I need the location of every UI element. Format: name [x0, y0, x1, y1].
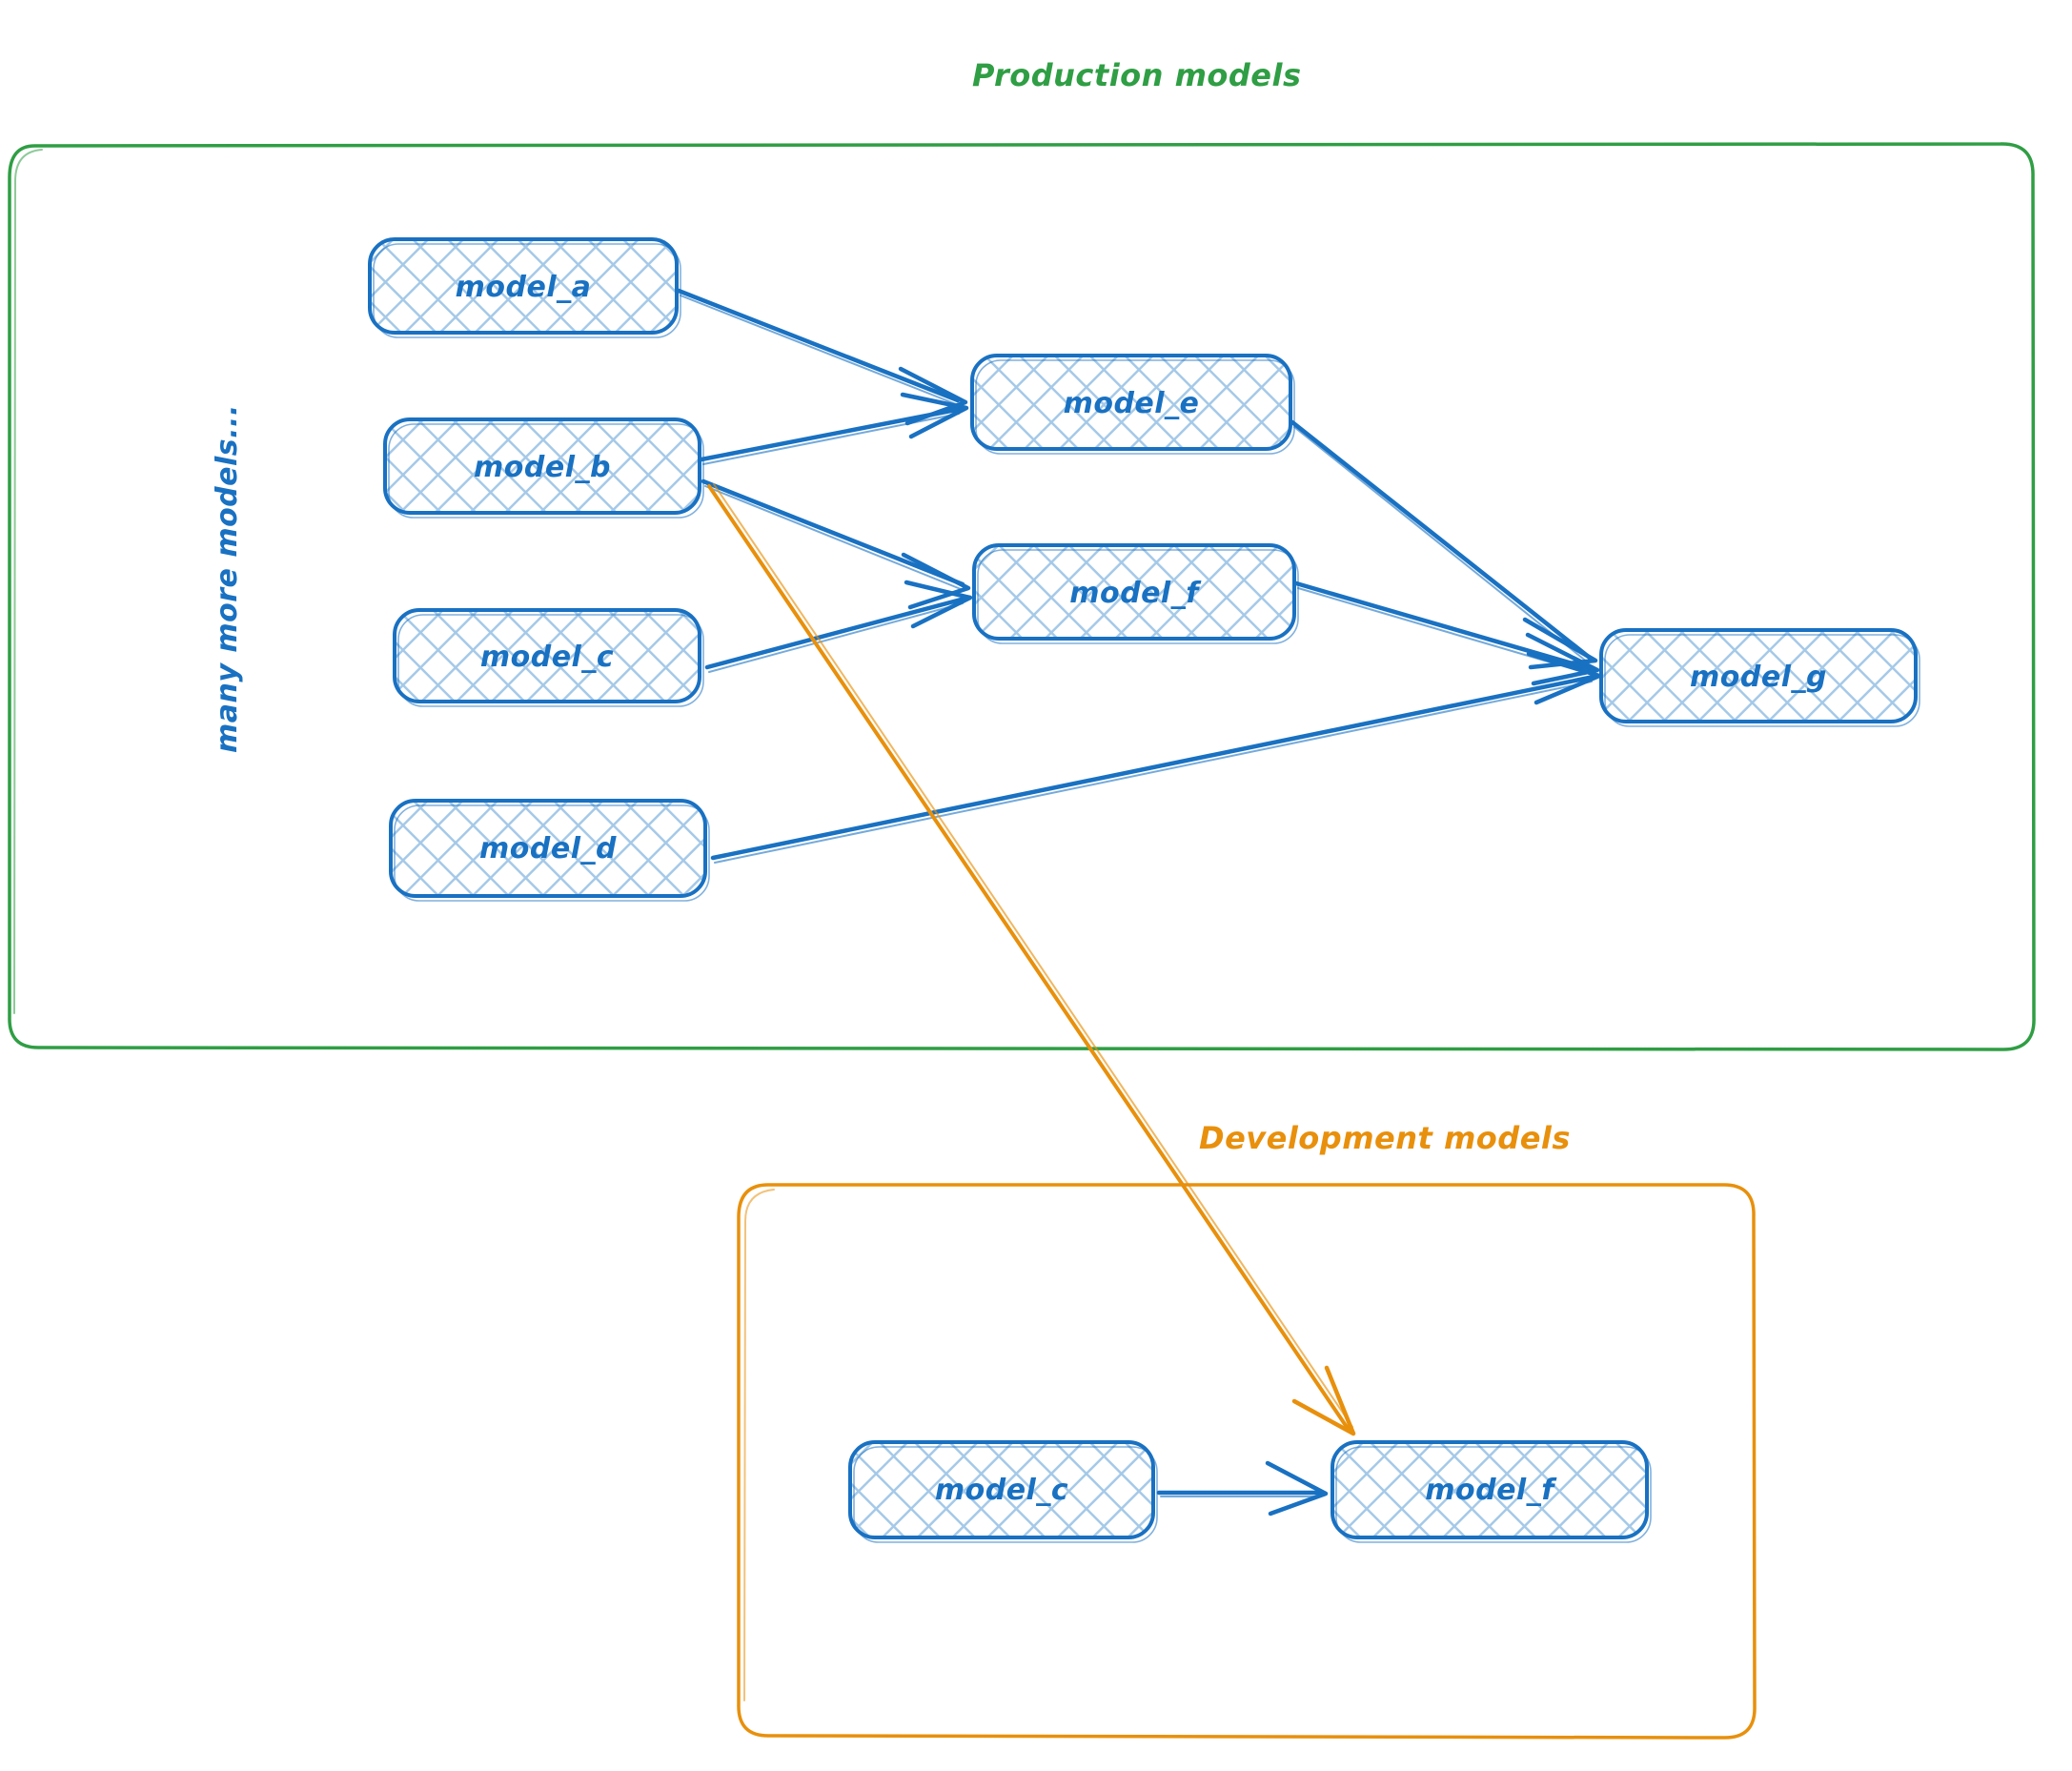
arrowhead-icon: [900, 392, 969, 439]
edge-devc-to-devf[interactable]: [1156, 1460, 1329, 1517]
nodes-layer: model_a model_b model_c model_d: [368, 237, 1920, 1543]
production-group[interactable]: Production models many more models...: [8, 57, 2036, 1051]
edge-b-to-f[interactable]: [701, 478, 971, 610]
node-prod-model-d[interactable]: model_d: [389, 799, 710, 902]
edge-e-to-g[interactable]: [1290, 419, 1598, 670]
node-prod-model-g[interactable]: model_g: [1599, 628, 1920, 727]
node-label: model_e: [1064, 387, 1200, 420]
production-frame-sketch-stroke: [13, 149, 43, 1014]
arrowhead-icon: [901, 552, 971, 610]
node-prod-model-f[interactable]: model_f: [972, 543, 1299, 644]
development-group-title: Development models: [1199, 1120, 1571, 1156]
edge-a-to-e[interactable]: [676, 288, 968, 426]
node-label: model_f: [1425, 1474, 1557, 1507]
edges-layer: [676, 288, 1602, 1517]
node-dev-model-c[interactable]: model_c: [848, 1440, 1158, 1543]
development-frame: [737, 1183, 1757, 1740]
node-prod-model-c[interactable]: model_c: [393, 608, 704, 707]
node-label: model_a: [456, 271, 592, 304]
node-label: model_g: [1690, 661, 1827, 694]
node-label: model_f: [1069, 577, 1202, 610]
development-group[interactable]: Development models: [737, 1120, 1757, 1740]
arrowhead-icon: [1522, 617, 1598, 670]
development-frame-sketch-stroke: [743, 1189, 775, 1701]
node-label: model_c: [935, 1474, 1068, 1507]
arrowhead-icon: [1525, 632, 1600, 686]
node-prod-model-e[interactable]: model_e: [970, 354, 1295, 455]
production-frame: [8, 142, 2036, 1051]
arrowhead-icon: [904, 580, 973, 629]
edge-b-to-e[interactable]: [699, 392, 969, 465]
node-label: model_d: [479, 832, 617, 865]
node-dev-model-f[interactable]: model_f: [1331, 1440, 1652, 1543]
arrowhead-icon: [1265, 1460, 1329, 1517]
node-prod-model-b[interactable]: model_b: [383, 417, 704, 519]
edge-b-to-dev-f[interactable]: [707, 483, 1356, 1436]
node-label: model_b: [474, 451, 611, 484]
arrowhead-icon: [1291, 1365, 1356, 1436]
many-more-models-note: many more models...: [211, 404, 244, 753]
node-label: model_c: [480, 641, 614, 674]
production-group-title: Production models: [972, 57, 1302, 93]
node-prod-model-a[interactable]: model_a: [368, 237, 681, 338]
edge-c-to-f[interactable]: [704, 580, 973, 673]
